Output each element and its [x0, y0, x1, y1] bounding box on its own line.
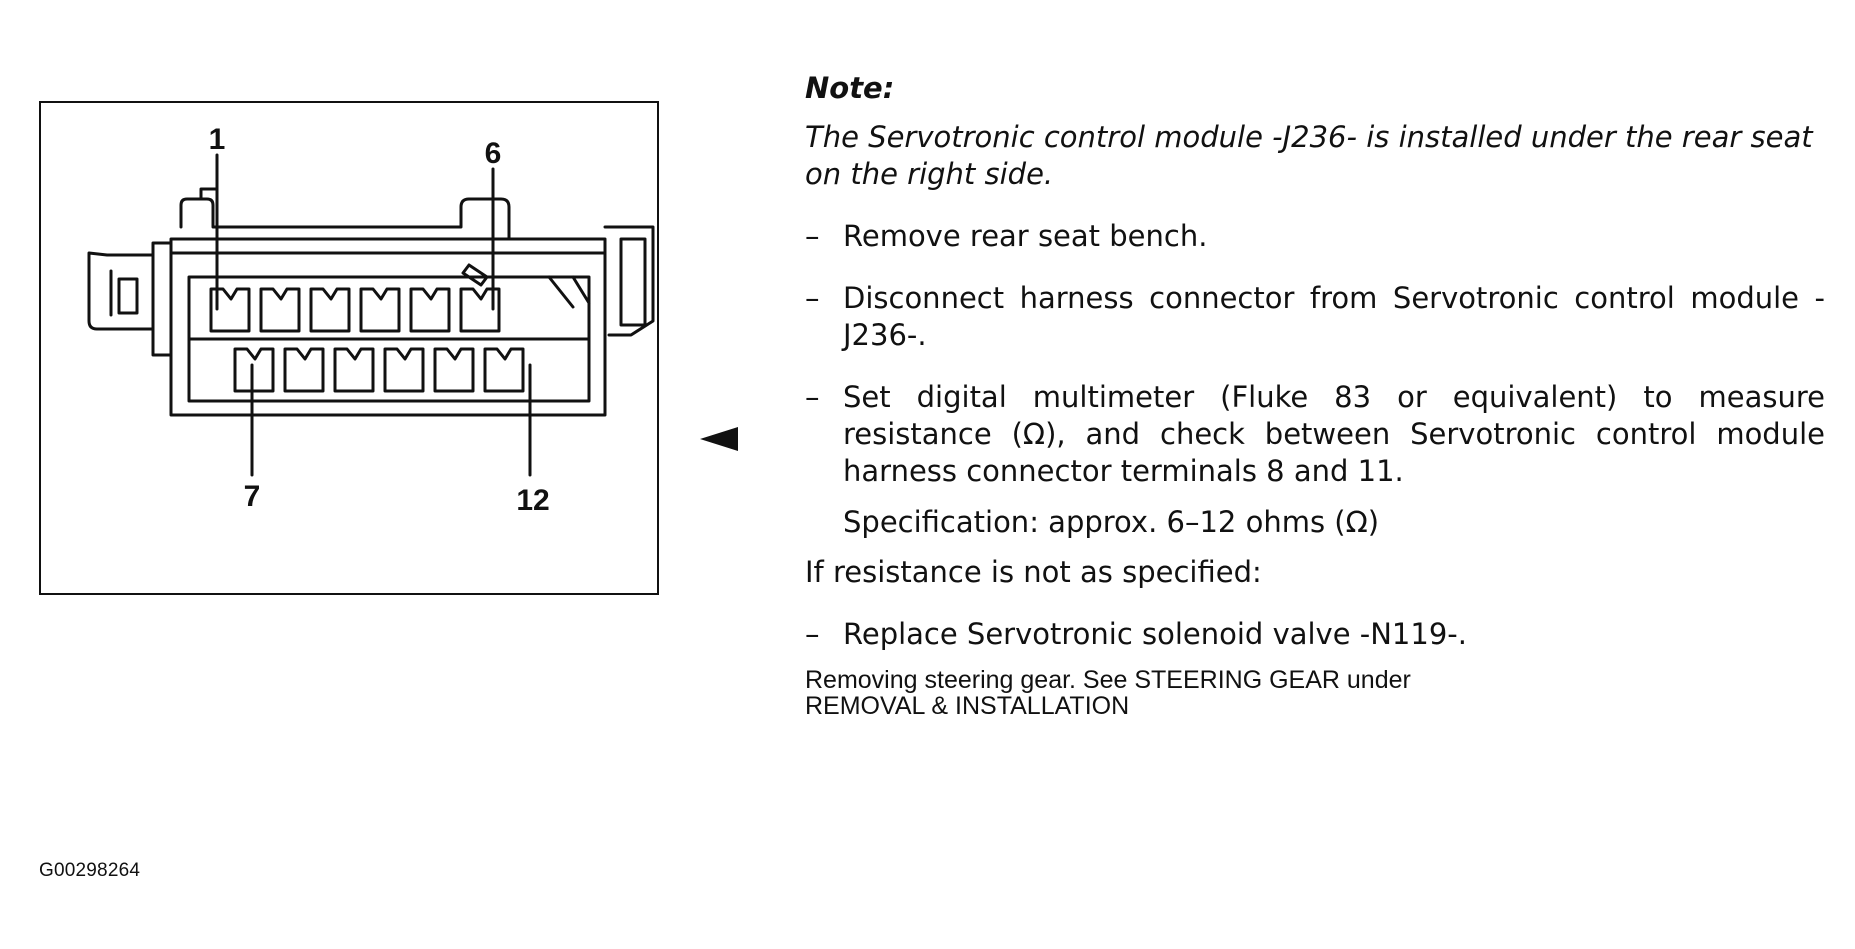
- reference-line-1: Removing steering gear. See STEERING GEA…: [805, 666, 1411, 694]
- pin-label-1: 1: [209, 123, 226, 156]
- connector-figure: 1 6 7 12: [39, 101, 659, 595]
- terminal-12: [483, 347, 525, 393]
- reference-line-2: REMOVAL & INSTALLATION: [805, 692, 1130, 720]
- connector-top-rail: [169, 237, 607, 255]
- condition-text: If resistance is not as specified:: [805, 555, 1262, 589]
- step-disconnect-connector: – Disconnect harness connector from Serv…: [805, 280, 1825, 354]
- pin-label-7: 7: [244, 480, 261, 513]
- step-remove-seat: – Remove rear seat bench.: [805, 218, 1825, 255]
- step-text: Remove rear seat bench.: [843, 219, 1208, 253]
- connector-right-clip: [603, 225, 655, 337]
- terminal-3: [309, 287, 351, 333]
- connector-inner-frame: [187, 275, 591, 403]
- connector-shell: [87, 251, 155, 331]
- terminal-6-latch: [461, 263, 489, 287]
- terminal-2: [259, 287, 301, 333]
- terminal-8: [283, 347, 325, 393]
- terminal-7: [233, 347, 275, 393]
- harness-connector-diagram: 1 6 7 12: [87, 123, 655, 517]
- note-heading: Note:: [805, 71, 895, 105]
- step-bullet: –: [805, 380, 820, 414]
- step-text: Set digital multimeter (Fluke 83 or equi…: [843, 380, 1825, 488]
- pin-row-bottom: [233, 347, 525, 393]
- pin-row-top: [209, 263, 501, 333]
- instructions-column: Note: The Servotronic control module -J2…: [805, 70, 1825, 719]
- terminal-1: [209, 287, 251, 333]
- step-measure-resistance: – Set digital multimeter (Fluke 83 or eq…: [805, 379, 1825, 490]
- terminal-10: [383, 347, 425, 393]
- step-replace-valve: – Replace Servotronic solenoid valve -N1…: [805, 616, 1825, 653]
- step-text: Replace Servotronic solenoid valve -N119…: [843, 617, 1467, 651]
- pointer-arrow-icon: [700, 427, 738, 451]
- connector-body: [169, 251, 607, 417]
- connector-right-notch: [547, 275, 591, 309]
- specification: Specification: approx. 6–12 ohms (Ω): [843, 505, 1380, 539]
- terminal-5: [409, 287, 451, 333]
- step-text: Disconnect harness connector from Servot…: [843, 281, 1825, 352]
- pin-label-12: 12: [516, 484, 549, 517]
- pin-label-6: 6: [485, 137, 502, 170]
- terminal-4: [359, 287, 401, 333]
- step-bullet: –: [805, 219, 820, 253]
- terminal-9: [333, 347, 375, 393]
- step-bullet: –: [805, 281, 820, 315]
- note-body: The Servotronic control module -J236- is…: [805, 120, 1813, 191]
- connector-lock-tab: [179, 187, 511, 241]
- terminal-11: [433, 347, 475, 393]
- figure-id: G00298264: [39, 860, 141, 881]
- step-bullet: –: [805, 617, 820, 651]
- connector-left-wall: [151, 241, 173, 357]
- connector-left-clip: [109, 269, 139, 317]
- reference-note: Removing steering gear. See STEERING GEA…: [805, 667, 1825, 719]
